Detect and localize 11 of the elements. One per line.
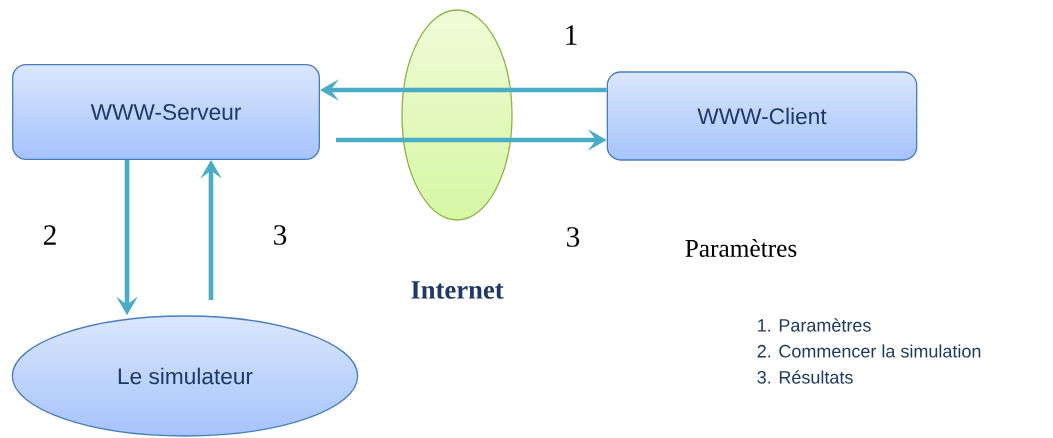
list-item: 2. Commencer la simulation bbox=[757, 344, 981, 358]
heading: Paramètres bbox=[685, 239, 797, 257]
list-item: 3. Résultats bbox=[757, 370, 853, 384]
step-number: 1 bbox=[566, 25, 577, 45]
step-number: 3 bbox=[567, 227, 580, 247]
step-number: 2 bbox=[44, 225, 56, 245]
client-box: WWW-Client bbox=[606, 71, 918, 161]
server-box: WWW-Serveur bbox=[12, 64, 320, 160]
step-number: 3 bbox=[274, 225, 287, 245]
list-item: 1. Paramètres bbox=[758, 318, 871, 332]
network-caption: Internet bbox=[411, 281, 504, 299]
